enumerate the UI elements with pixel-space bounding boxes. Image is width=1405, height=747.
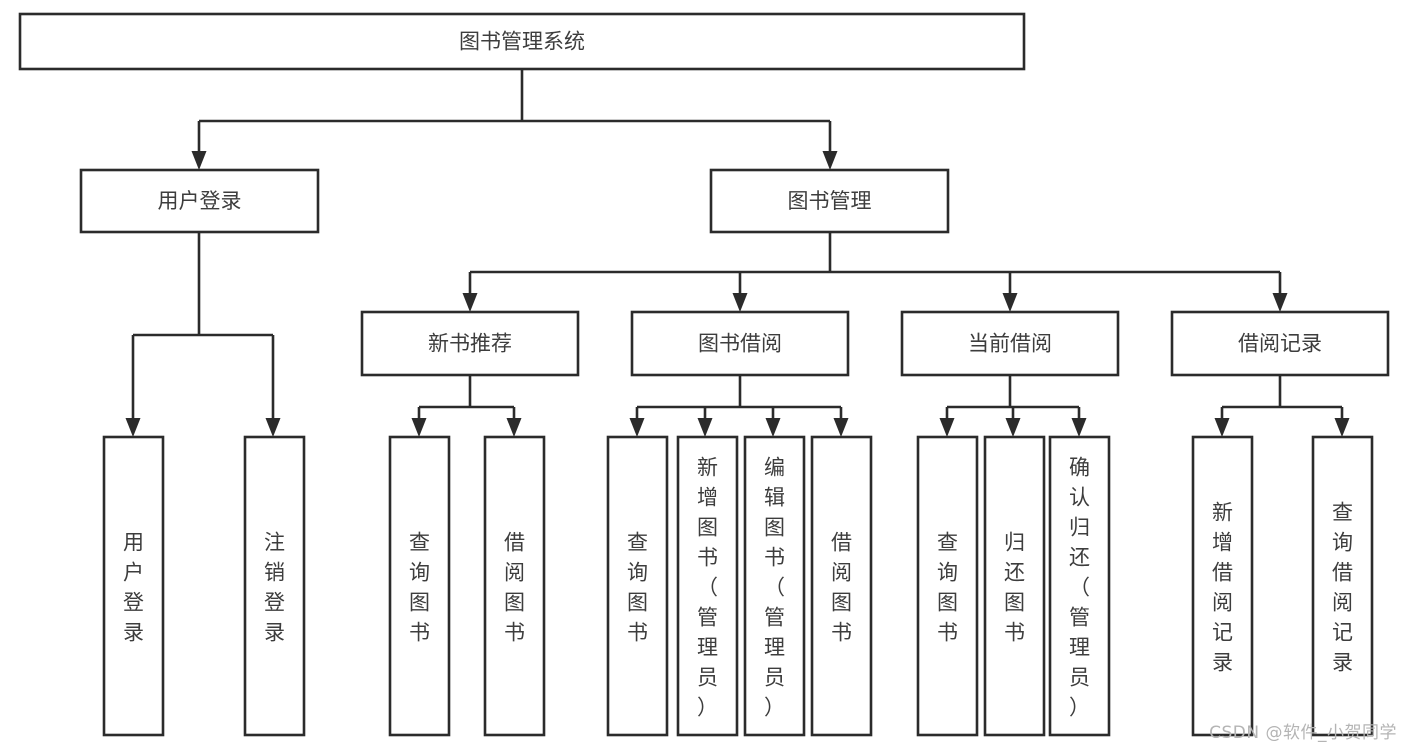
node-label: 编辑图书（管理员） — [764, 455, 785, 719]
node-label: 借阅图书 — [504, 530, 525, 644]
node-box[interactable] — [900, 310, 1120, 377]
arrow-head-icon — [265, 418, 281, 437]
node-box[interactable] — [18, 12, 1026, 71]
node-box[interactable] — [606, 435, 669, 737]
node-label: 新增图书（管理员） — [697, 455, 718, 719]
connector-group-图书借阅 — [629, 375, 849, 437]
level2-node-图书管理[interactable]: 图书管理 — [709, 168, 950, 234]
leaf-node-确认归还管理员[interactable]: 确认归还（管理员） — [1048, 435, 1111, 737]
arrow-head-icon — [1071, 418, 1087, 437]
node-box[interactable] — [483, 435, 546, 737]
leaf-node-注销登录[interactable]: 注销登录 — [243, 435, 306, 737]
node-label: 查询借阅记录 — [1332, 500, 1353, 674]
connector-group-图书管理 — [462, 232, 1288, 312]
leaf-node-用户登录[interactable]: 用户登录 — [102, 435, 165, 737]
node-label: 查询图书 — [409, 530, 430, 644]
leaf-node-编辑图书管理员[interactable]: 编辑图书（管理员） — [743, 435, 806, 737]
arrow-head-icon — [125, 418, 141, 437]
arrow-head-icon — [833, 418, 849, 437]
arrow-head-icon — [1002, 293, 1018, 312]
node-label: 归还图书 — [1004, 530, 1025, 644]
node-box[interactable] — [243, 435, 306, 737]
root-node-图书管理系统[interactable]: 图书管理系统 — [18, 12, 1026, 71]
connector-group-图书管理系统 — [191, 69, 838, 170]
arrow-head-icon — [462, 293, 478, 312]
leaf-node-归还图书[interactable]: 归还图书 — [983, 435, 1046, 737]
node-label: 借阅图书 — [831, 530, 852, 644]
connector-group-借阅记录 — [1214, 375, 1350, 437]
leaf-node-查询图书[interactable]: 查询图书 — [388, 435, 451, 737]
arrow-head-icon — [191, 151, 207, 170]
leaf-node-新增图书管理员[interactable]: 新增图书（管理员） — [676, 435, 739, 737]
level3-node-图书借阅[interactable]: 图书借阅 — [630, 310, 850, 377]
node-label: 借阅记录 — [1238, 332, 1322, 356]
connector-group-用户登录 — [125, 232, 281, 437]
arrow-head-icon — [506, 418, 522, 437]
node-box[interactable] — [916, 435, 979, 737]
node-box[interactable] — [810, 435, 873, 737]
node-box[interactable] — [676, 435, 739, 737]
leaf-node-查询图书[interactable]: 查询图书 — [606, 435, 669, 737]
arrow-head-icon — [1334, 418, 1350, 437]
connector-group-当前借阅 — [939, 375, 1087, 437]
node-box[interactable] — [102, 435, 165, 737]
node-box[interactable] — [1311, 435, 1374, 737]
node-label: 新书推荐 — [428, 332, 512, 356]
arrow-head-icon — [939, 418, 955, 437]
node-label: 新增借阅记录 — [1212, 500, 1233, 674]
arrow-head-icon — [765, 418, 781, 437]
connector-layer — [125, 69, 1350, 437]
level2-node-用户登录[interactable]: 用户登录 — [79, 168, 320, 234]
node-box[interactable] — [709, 168, 950, 234]
node-box[interactable] — [1170, 310, 1390, 377]
node-box[interactable] — [743, 435, 806, 737]
node-label: 图书管理系统 — [459, 30, 585, 54]
node-label: 图书管理 — [788, 189, 872, 213]
leaf-node-借阅图书[interactable]: 借阅图书 — [483, 435, 546, 737]
node-label: 当前借阅 — [968, 332, 1052, 356]
node-box[interactable] — [1191, 435, 1254, 737]
node-label: 确认归还（管理员） — [1069, 455, 1090, 719]
arrow-head-icon — [411, 418, 427, 437]
node-box[interactable] — [630, 310, 850, 377]
node-box[interactable] — [388, 435, 451, 737]
node-label: 注销登录 — [264, 530, 285, 644]
node-label: 用户登录 — [158, 189, 242, 213]
node-box[interactable] — [983, 435, 1046, 737]
level3-node-新书推荐[interactable]: 新书推荐 — [360, 310, 580, 377]
leaf-node-借阅图书[interactable]: 借阅图书 — [810, 435, 873, 737]
node-label: 查询图书 — [627, 530, 648, 644]
level3-node-当前借阅[interactable]: 当前借阅 — [900, 310, 1120, 377]
node-label: 查询图书 — [937, 530, 958, 644]
level3-node-借阅记录[interactable]: 借阅记录 — [1170, 310, 1390, 377]
leaf-node-查询借阅记录[interactable]: 查询借阅记录 — [1311, 435, 1374, 737]
arrow-head-icon — [1005, 418, 1021, 437]
arrow-head-icon — [1214, 418, 1230, 437]
arrow-head-icon — [629, 418, 645, 437]
leaf-node-新增借阅记录[interactable]: 新增借阅记录 — [1191, 435, 1254, 737]
leaf-node-查询图书[interactable]: 查询图书 — [916, 435, 979, 737]
connector-group-新书推荐 — [411, 375, 522, 437]
node-box[interactable] — [360, 310, 580, 377]
arrow-head-icon — [822, 151, 838, 170]
arrow-head-icon — [1272, 293, 1288, 312]
node-label: 用户登录 — [123, 530, 144, 644]
node-box[interactable] — [1048, 435, 1111, 737]
arrow-head-icon — [732, 293, 748, 312]
node-label: 图书借阅 — [698, 332, 782, 356]
node-box[interactable] — [79, 168, 320, 234]
arrow-head-icon — [697, 418, 713, 437]
node-layer: 图书管理系统用户登录图书管理新书推荐图书借阅当前借阅借阅记录用户登录注销登录查询… — [18, 12, 1390, 737]
